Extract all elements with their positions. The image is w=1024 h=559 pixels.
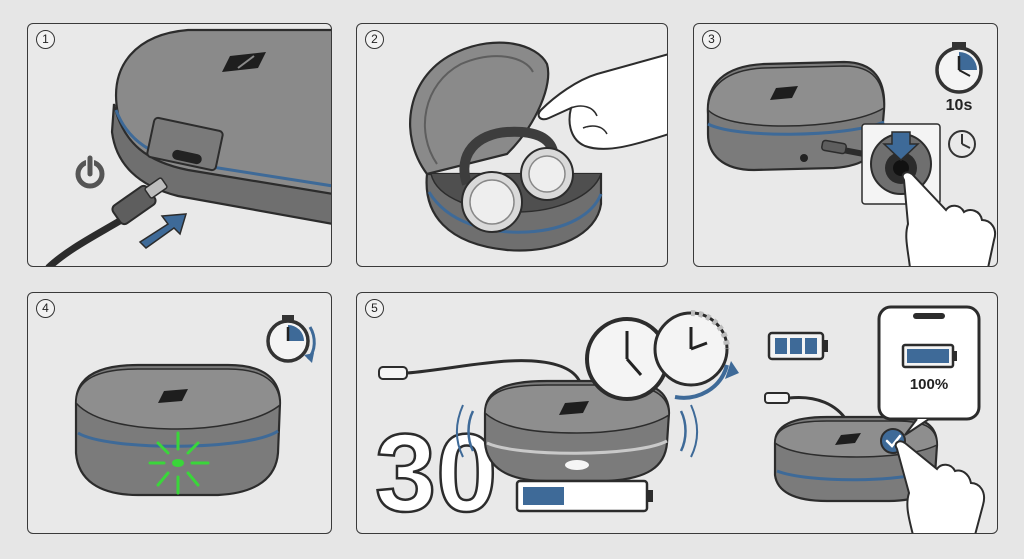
phone-icon: 100%: [877, 305, 981, 436]
brand-logo: [770, 86, 798, 100]
step-number-5: 5: [365, 299, 384, 318]
led-icon: [148, 431, 210, 495]
brand-logo: [158, 389, 188, 403]
step-number-3: 3: [702, 30, 721, 49]
battery-icon: [767, 331, 828, 361]
step-3-panel: 3 10s: [693, 23, 998, 267]
hand-icon: [901, 171, 996, 266]
arrow-icon: [138, 213, 188, 249]
brand-logo: [559, 401, 589, 415]
hand-icon: [894, 440, 985, 533]
headphones-icon: [459, 126, 574, 233]
step-number-2: 2: [365, 30, 384, 49]
charging-case: [110, 28, 331, 225]
clock-icon: [653, 310, 739, 400]
charging-case: [74, 363, 282, 497]
phone-battery-percent: 100%: [910, 376, 948, 393]
step-2-panel: 2: [356, 23, 668, 267]
stopwatch-icon: [935, 42, 983, 94]
step-5-panel: 5 30: [356, 292, 998, 534]
step-1-panel: 1: [27, 23, 332, 267]
step-number-1: 1: [36, 30, 55, 49]
brand-logo: [222, 52, 266, 72]
stopwatch-icon: [266, 315, 316, 363]
power-icon: [75, 154, 105, 189]
step-4-panel: 4: [27, 292, 332, 534]
hand-icon: [537, 53, 667, 150]
usb-c-cable-icon: [45, 177, 168, 266]
clock-icon: [948, 130, 976, 158]
timer-label: 10s: [946, 97, 973, 114]
battery-level-fill: [523, 487, 564, 505]
battery-icon: [515, 479, 653, 513]
charging-minutes-number: 30: [375, 412, 497, 534]
brand-logo: [835, 433, 861, 445]
phone-battery-fill: [907, 349, 949, 363]
step-number-4: 4: [36, 299, 55, 318]
